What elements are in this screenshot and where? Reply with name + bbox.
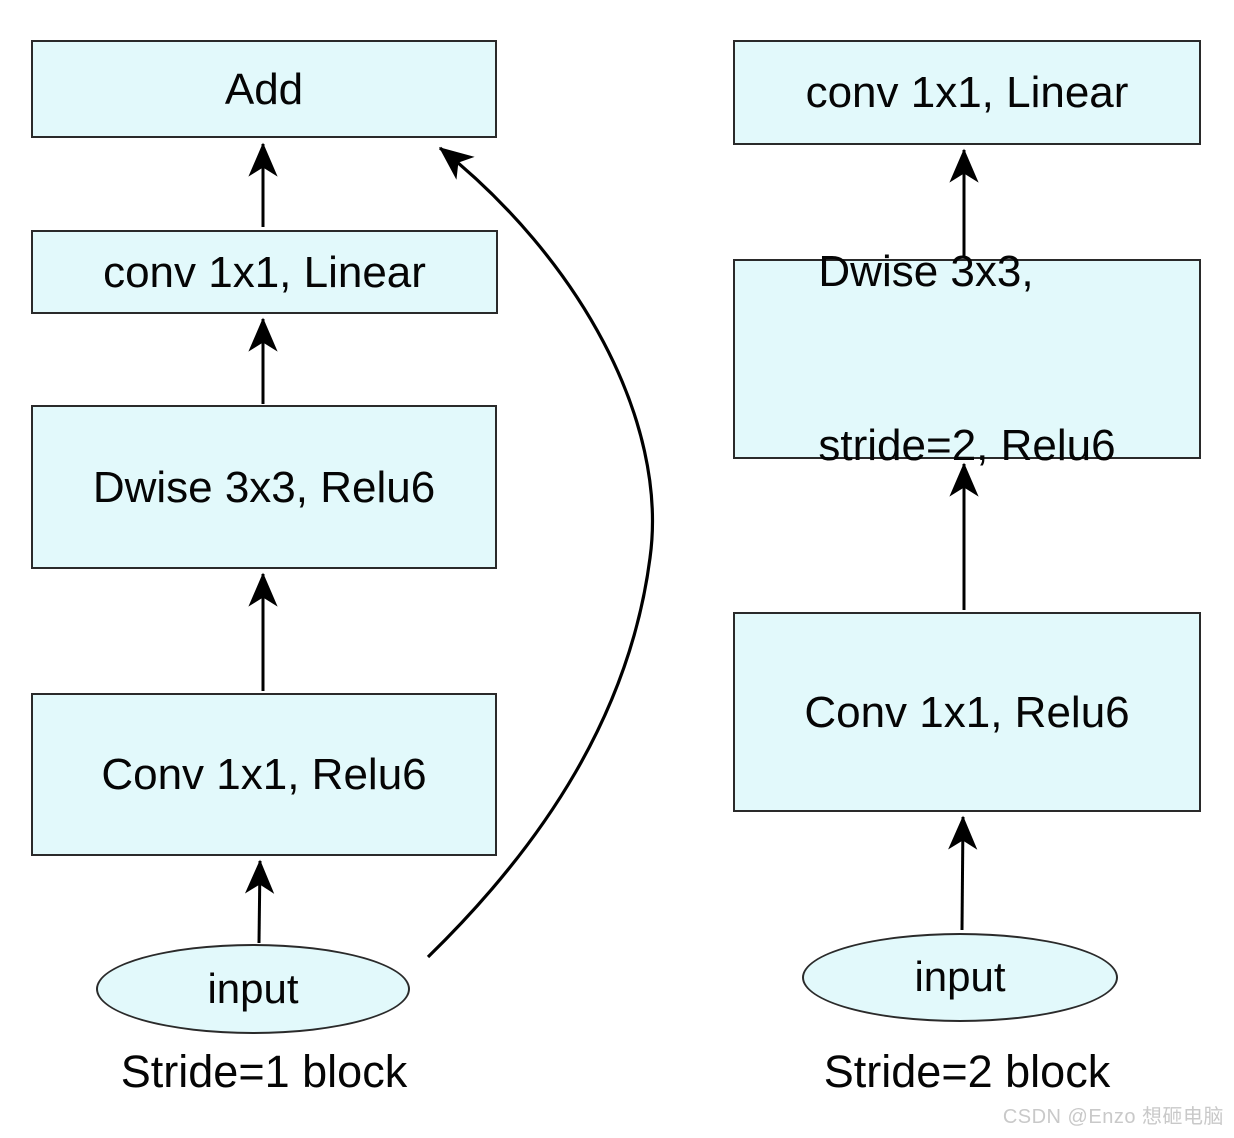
arrow-input2-to-convrelu2 xyxy=(948,815,978,931)
node-conv1x1-relu6-s2: Conv 1x1, Relu6 xyxy=(733,612,1201,812)
node-dwise3x3-relu6-label: Dwise 3x3, Relu6 xyxy=(92,462,436,512)
arrow-input-to-convrelu xyxy=(244,859,275,944)
node-conv1x1-linear-label: conv 1x1, Linear xyxy=(103,247,426,297)
node-conv1x1-relu6-s2-label: Conv 1x1, Relu6 xyxy=(804,687,1130,737)
node-dwise3x3-stride2-relu6: Dwise 3x3, stride=2, Relu6 xyxy=(733,247,1201,470)
caption-stride1-block: Stride=1 block xyxy=(120,1046,408,1097)
node-add: Add xyxy=(31,40,497,138)
node-dwise3x3-stride2-relu6-label: Dwise 3x3, stride=2, Relu6 xyxy=(818,246,1116,471)
node-conv1x1-linear-s2: conv 1x1, Linear xyxy=(733,40,1201,145)
node-conv1x1-linear-s2-label: conv 1x1, Linear xyxy=(805,68,1129,117)
node-conv1x1-relu6-label: Conv 1x1, Relu6 xyxy=(101,750,427,799)
node-dwise3x3-relu6: Dwise 3x3, Relu6 xyxy=(31,405,497,569)
node-input-stride1: input xyxy=(96,944,410,1034)
node-input-stride1-label: input xyxy=(207,964,299,1012)
node-add-label: Add xyxy=(224,64,304,114)
node-input-stride2-label: input xyxy=(914,953,1006,1001)
caption-stride2-block: Stride=2 block xyxy=(823,1046,1111,1097)
node-conv1x1-linear: conv 1x1, Linear xyxy=(31,230,498,314)
node-conv1x1-relu6: Conv 1x1, Relu6 xyxy=(31,693,497,856)
node-input-stride2: input xyxy=(802,933,1118,1022)
csdn-watermark: CSDN @Enzo 想砸电脑 xyxy=(1002,1106,1224,1128)
